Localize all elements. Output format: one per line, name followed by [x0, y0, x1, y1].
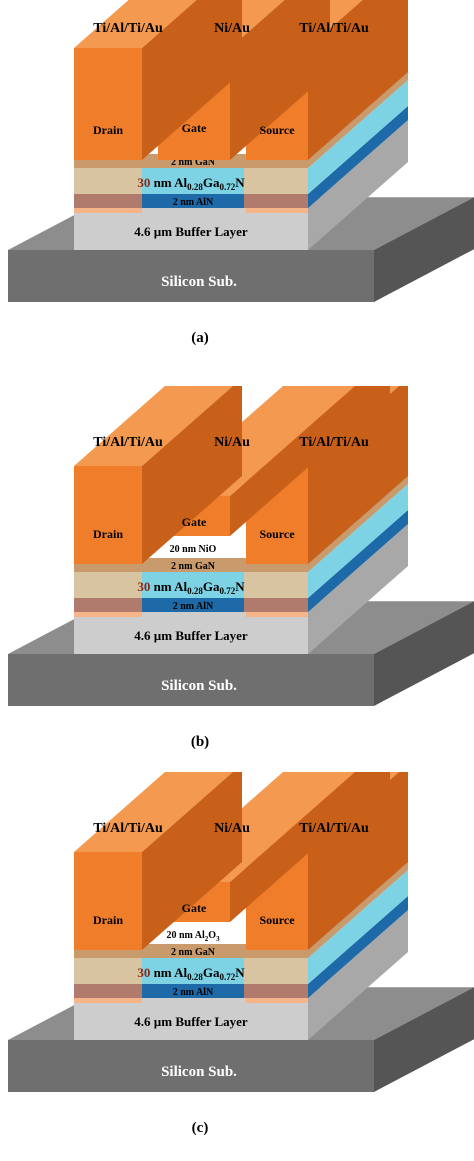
panel-b: Silicon Sub. 4.6 µm Buffer Layer 2 nm AlN 2…	[8, 386, 474, 750]
panel-a: Silicon Sub. 4.6 µm Buffer Layer 2 nm AlN 2…	[8, 0, 474, 346]
metal-gate-label: Ni/Au	[214, 435, 250, 450]
gate-label: Gate	[182, 515, 207, 529]
panel-caption: (b)	[191, 734, 209, 750]
buffer-front	[74, 208, 308, 250]
gate-metal-side	[230, 0, 330, 160]
drain-metal-top	[74, 0, 197, 48]
aln-gate-strip	[142, 984, 244, 998]
gate-label: Gate	[182, 121, 207, 135]
buffer-label: 4.6 µm Buffer Layer	[134, 628, 248, 643]
aln-side	[308, 510, 408, 612]
drain-metal-side	[142, 386, 242, 564]
panel-caption: (a)	[191, 330, 209, 346]
drain-metal-side	[142, 772, 242, 950]
source-metal-side	[308, 0, 408, 160]
substrate-label: Silicon Sub.	[161, 274, 237, 290]
source-label: Source	[259, 527, 295, 541]
source-label: Source	[259, 913, 295, 927]
metal-right-label: Ti/Al/Ti/Au	[299, 435, 369, 450]
aln-gate-strip	[142, 598, 244, 612]
panel-c: Silicon Sub. 4.6 µm Buffer Layer 2 nm AlN 2…	[8, 772, 474, 1136]
aln-label: 2 nm AlN	[173, 987, 214, 998]
metal-right-label: Ti/Al/Ti/Au	[299, 21, 369, 36]
aln-side	[308, 106, 408, 208]
algan-gate-strip	[142, 168, 244, 194]
buffer-label: 4.6 µm Buffer Layer	[134, 1014, 248, 1029]
buffer-side	[308, 524, 408, 654]
contact-strip-1	[246, 998, 308, 1003]
substrate-side	[374, 197, 474, 302]
gate-label: Gate	[182, 901, 207, 915]
metal-left-label: Ti/Al/Ti/Au	[93, 21, 163, 36]
contact-strip-1	[246, 612, 308, 617]
substrate-label: Silicon Sub.	[161, 1064, 237, 1080]
drain-metal-front	[74, 852, 142, 950]
aln-gate-strip	[142, 194, 244, 208]
gate-metal-side	[230, 386, 390, 536]
source-label: Source	[259, 123, 295, 137]
drain-metal-top	[74, 386, 233, 466]
buffer-label: 4.6 µm Buffer Layer	[134, 224, 248, 239]
oxide-label: 20 nm Al2O3	[166, 930, 220, 943]
algan-side	[308, 484, 408, 598]
contact-strip-0	[74, 998, 142, 1003]
substrate-side	[374, 601, 474, 706]
gan-label: 2 nm GaN	[171, 157, 216, 168]
buffer-side	[308, 120, 408, 250]
contact-strip-1	[246, 208, 308, 213]
substrate-label: Silicon Sub.	[161, 678, 237, 694]
buffer-side	[308, 910, 408, 1040]
drain-metal-side	[142, 0, 242, 160]
drain-label: Drain	[93, 123, 123, 137]
drain-metal-front	[74, 48, 142, 160]
algan-label: 30 nm Al0.28Ga0.72N	[137, 579, 245, 596]
algan-gate-strip	[142, 958, 244, 984]
oxide-label: 20 nm NiO	[170, 544, 217, 555]
source-metal-side	[308, 772, 408, 950]
drain-metal-top	[74, 772, 233, 852]
aln-label: 2 nm AlN	[173, 197, 214, 208]
algan-label: 30 nm Al0.28Ga0.72N	[137, 175, 245, 192]
metal-gate-label: Ni/Au	[214, 821, 250, 836]
algan-side	[308, 870, 408, 984]
buffer-front	[74, 612, 308, 654]
buffer-front	[74, 998, 308, 1040]
aln-label: 2 nm AlN	[173, 601, 214, 612]
substrate-front	[8, 250, 374, 302]
contact-strip-0	[74, 208, 142, 213]
drain-metal-front	[74, 466, 142, 564]
metal-right-label: Ti/Al/Ti/Au	[299, 821, 369, 836]
aln-side	[308, 896, 408, 998]
metal-gate-label: Ni/Au	[214, 21, 250, 36]
algan-label: 30 nm Al0.28Ga0.72N	[137, 965, 245, 982]
gan-label: 2 nm GaN	[171, 561, 216, 572]
substrate-front	[8, 654, 374, 706]
drain-label: Drain	[93, 527, 123, 541]
gan-label: 2 nm GaN	[171, 947, 216, 958]
substrate-front	[8, 1040, 374, 1092]
contact-strip-0	[74, 612, 142, 617]
panel-caption: (c)	[192, 1120, 209, 1136]
metal-left-label: Ti/Al/Ti/Au	[93, 821, 163, 836]
algan-side	[308, 80, 408, 194]
metal-left-label: Ti/Al/Ti/Au	[93, 435, 163, 450]
substrate-side	[374, 987, 474, 1092]
gate-metal-side	[230, 772, 390, 922]
algan-gate-strip	[142, 572, 244, 598]
drain-label: Drain	[93, 913, 123, 927]
source-metal-side	[308, 386, 408, 564]
